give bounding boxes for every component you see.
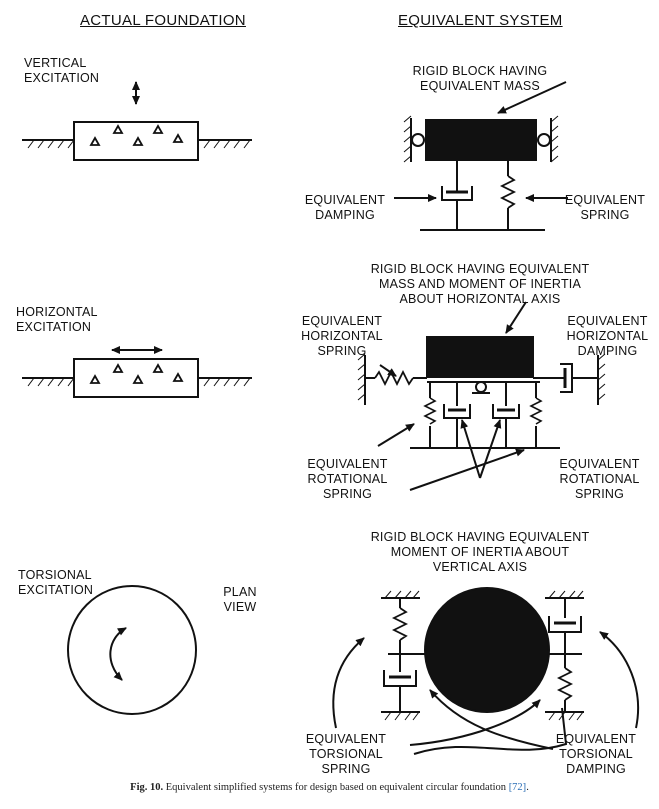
- plan-view-label: PLAN VIEW: [223, 585, 257, 614]
- vertical-equivalent-system: [394, 81, 568, 231]
- header-equivalent-system: EQUIVALENT SYSTEM: [398, 12, 563, 29]
- figure-caption-text: Equivalent simplified systems for design…: [165, 782, 507, 793]
- torsional-actual-foundation: [67, 585, 197, 715]
- vertical-damping-label: EQUIVALENT DAMPING: [304, 193, 386, 222]
- figure-caption: Fig. 10. Equivalent simplified systems f…: [0, 782, 659, 793]
- caption-period: .: [526, 782, 529, 793]
- rotational-spring-left-label: EQUIVALENT ROTATIONAL SPRING: [307, 457, 388, 501]
- torsional-equivalent-system: [332, 587, 640, 755]
- figure-number: Fig. 10.: [130, 782, 164, 793]
- vertical-block-label: RIGID BLOCK HAVING EQUIVALENT MASS: [412, 64, 548, 93]
- horizontal-spring-label: EQUIVALENT HORIZONTAL SPRING: [301, 314, 383, 358]
- vertical-spring-label: EQUIVALENT SPRING: [564, 193, 646, 222]
- horizontal-actual-foundation: [22, 346, 252, 398]
- citation-link[interactable]: [72]: [508, 782, 527, 793]
- foundation-diagram: [22, 81, 640, 755]
- header-actual-foundation: ACTUAL FOUNDATION: [80, 12, 246, 29]
- horizontal-excitation-label: HORIZONTAL EXCITATION: [16, 305, 98, 334]
- torsional-block-label: RIGID BLOCK HAVING EQUIVALENT MOMENT OF …: [370, 530, 590, 574]
- torsional-excitation-label: TORSIONAL EXCITATION: [18, 568, 94, 597]
- torsional-spring-label: EQUIVALENT TORSIONAL SPRING: [305, 732, 387, 776]
- horizontal-equivalent-system: [357, 301, 606, 491]
- horizontal-block-label: RIGID BLOCK HAVING EQUIVALENT MASS AND M…: [370, 262, 590, 306]
- vertical-excitation-label: VERTICAL EXCITATION: [24, 56, 100, 85]
- rotational-spring-right-label: EQUIVALENT ROTATIONAL SPRING: [559, 457, 640, 501]
- torsional-damping-label: EQUIVALENT TORSIONAL DAMPING: [555, 732, 637, 776]
- vertical-actual-foundation: [22, 81, 252, 161]
- horizontal-damping-label: EQUIVALENT HORIZONTAL DAMPING: [566, 314, 649, 358]
